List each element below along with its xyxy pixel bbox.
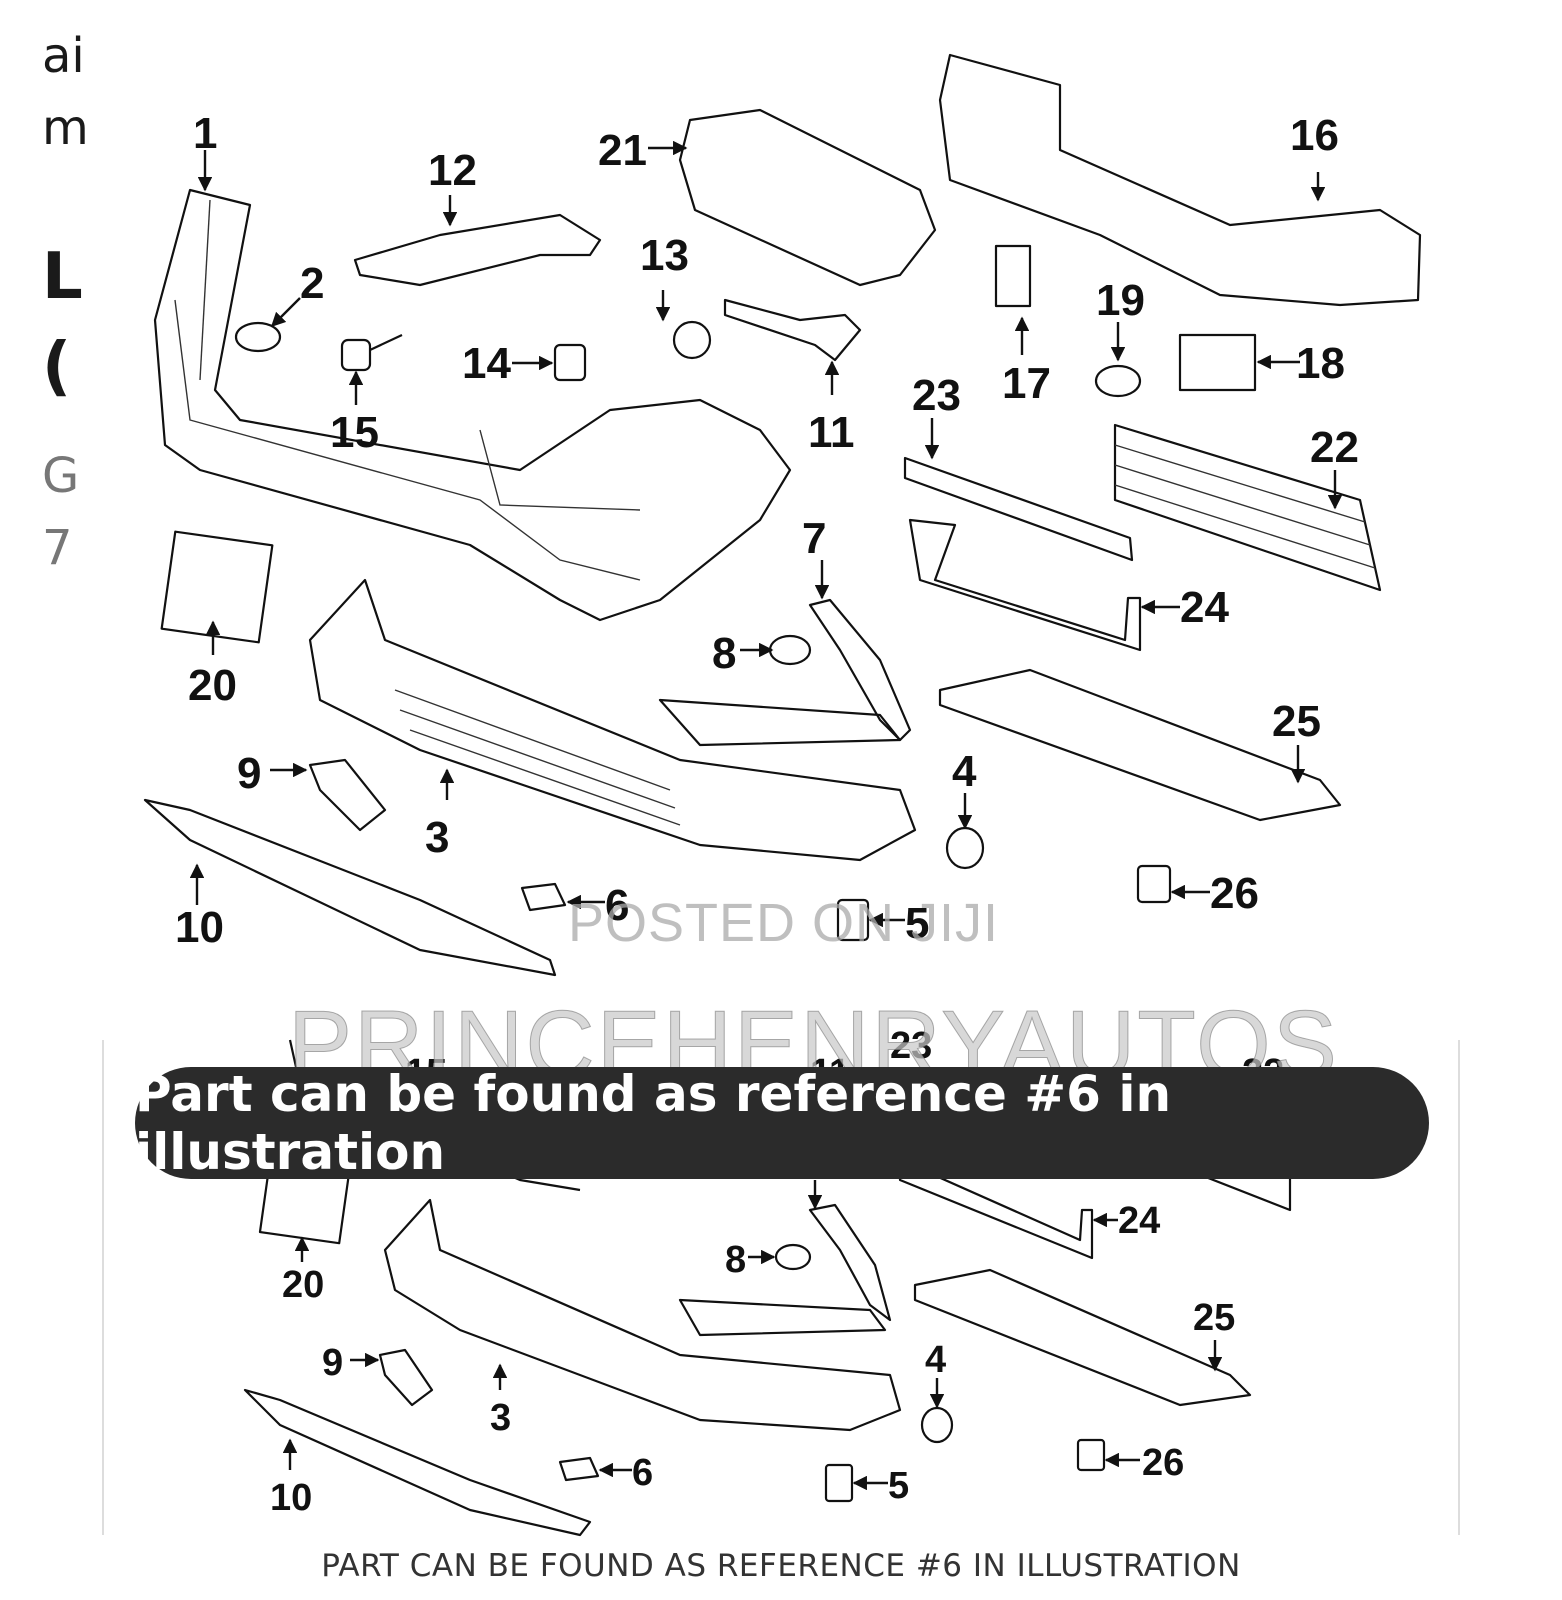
part-12-bracket xyxy=(353,213,602,287)
part-23-strip xyxy=(903,456,1134,562)
part-24-support xyxy=(908,518,1142,652)
label-7: 7 xyxy=(802,514,826,563)
label-bottom-23: 23 xyxy=(890,1025,932,1067)
part-7-garnish xyxy=(808,598,912,742)
image-caption: PART CAN BE FOUND AS REFERENCE #6 IN ILL… xyxy=(321,1548,1241,1584)
bottom-part-26 xyxy=(1076,1438,1106,1472)
label-11: 11 xyxy=(808,408,855,457)
label-8: 8 xyxy=(712,629,736,678)
label-19: 19 xyxy=(1096,276,1145,325)
label-3: 3 xyxy=(425,813,449,862)
reference-tooltip: Part can be found as reference #6 in ill… xyxy=(135,1065,1429,1181)
bottom-part-6 xyxy=(558,1456,600,1482)
part-14-retainer xyxy=(553,343,587,382)
label-5: 5 xyxy=(905,899,929,948)
label-23: 23 xyxy=(912,371,961,420)
label-bottom-25: 25 xyxy=(1193,1297,1235,1339)
label-6: 6 xyxy=(605,881,629,930)
part-5-clip xyxy=(836,898,870,942)
label-bottom-10: 10 xyxy=(270,1477,312,1519)
label-18: 18 xyxy=(1296,339,1345,388)
label-24: 24 xyxy=(1180,583,1229,632)
part-26-clip xyxy=(1136,864,1172,904)
frame-border-left xyxy=(102,1040,104,1535)
part-20-plate-bracket xyxy=(160,530,274,644)
label-17: 17 xyxy=(1002,359,1051,408)
part-19-clip xyxy=(1094,364,1142,398)
bg-text-6: 7 xyxy=(42,520,73,576)
part-15-bolt xyxy=(340,334,403,372)
bottom-part-8 xyxy=(774,1243,812,1271)
part-16-reinforcement xyxy=(938,53,1422,307)
part-22-grille-shutter xyxy=(1113,423,1382,592)
part-11-bracket xyxy=(723,298,862,362)
part-1-bumper-cover xyxy=(153,188,792,622)
bg-text-3: L xyxy=(42,240,83,314)
bottom-part-24 xyxy=(898,1158,1094,1260)
label-21: 21 xyxy=(598,126,647,175)
bottom-part-25 xyxy=(913,1268,1252,1407)
label-bottom-8: 8 xyxy=(725,1239,746,1281)
part-3-lower-cover xyxy=(308,578,917,862)
bg-text-2: m xyxy=(42,100,89,156)
label-20: 20 xyxy=(188,661,237,710)
label-bottom-5: 5 xyxy=(888,1465,909,1507)
label-12: 12 xyxy=(428,146,477,195)
bg-text-1: ai xyxy=(42,28,85,84)
label-bottom-24: 24 xyxy=(1118,1200,1160,1242)
label-13: 13 xyxy=(640,231,689,280)
label-14: 14 xyxy=(462,339,511,388)
bottom-part-7 xyxy=(808,1203,892,1322)
bottom-part-5 xyxy=(824,1463,854,1503)
tooltip-text: Part can be found as reference #6 in ill… xyxy=(135,1065,1172,1181)
part-2-clip xyxy=(234,321,282,353)
watermark-posted-on-jiji: POSTED ON JIJI xyxy=(568,893,1000,953)
frame-border-right xyxy=(1458,1040,1460,1535)
part-18-module xyxy=(1178,333,1257,392)
part-10-lower-strip xyxy=(143,798,557,977)
bottom-part-9 xyxy=(378,1348,434,1407)
part-17-bracket xyxy=(994,244,1032,308)
label-2: 2 xyxy=(300,259,324,308)
part-25-undercover xyxy=(938,668,1342,822)
part-4-plug xyxy=(945,826,985,870)
bottom-part-3 xyxy=(383,1198,902,1432)
label-bottom-9: 9 xyxy=(322,1342,343,1384)
label-bottom-3: 3 xyxy=(490,1397,511,1439)
label-bottom-4: 4 xyxy=(925,1339,946,1381)
part-7-garnish-lower xyxy=(658,698,902,747)
part-9-cover xyxy=(308,758,387,832)
bg-text-4: ( xyxy=(42,330,72,404)
label-15: 15 xyxy=(330,408,379,457)
label-bottom-20: 20 xyxy=(282,1264,324,1306)
label-4: 4 xyxy=(952,747,977,796)
label-25: 25 xyxy=(1272,697,1321,746)
part-8-clip xyxy=(768,634,812,666)
bottom-part-7-lower xyxy=(678,1298,887,1337)
bottom-part-4 xyxy=(920,1406,954,1444)
label-22: 22 xyxy=(1310,423,1359,472)
bg-text-5: G xyxy=(42,448,80,504)
label-16: 16 xyxy=(1290,111,1339,160)
label-1: 1 xyxy=(193,109,217,158)
label-26: 26 xyxy=(1210,869,1259,918)
label-9: 9 xyxy=(237,749,261,798)
label-bottom-26: 26 xyxy=(1142,1442,1184,1484)
part-21-guide xyxy=(678,108,937,287)
label-bottom-6: 6 xyxy=(632,1452,653,1494)
label-10: 10 xyxy=(175,903,224,952)
bottom-part-10 xyxy=(243,1388,592,1537)
part-6-cap xyxy=(520,882,567,912)
part-13-screw xyxy=(672,320,712,360)
